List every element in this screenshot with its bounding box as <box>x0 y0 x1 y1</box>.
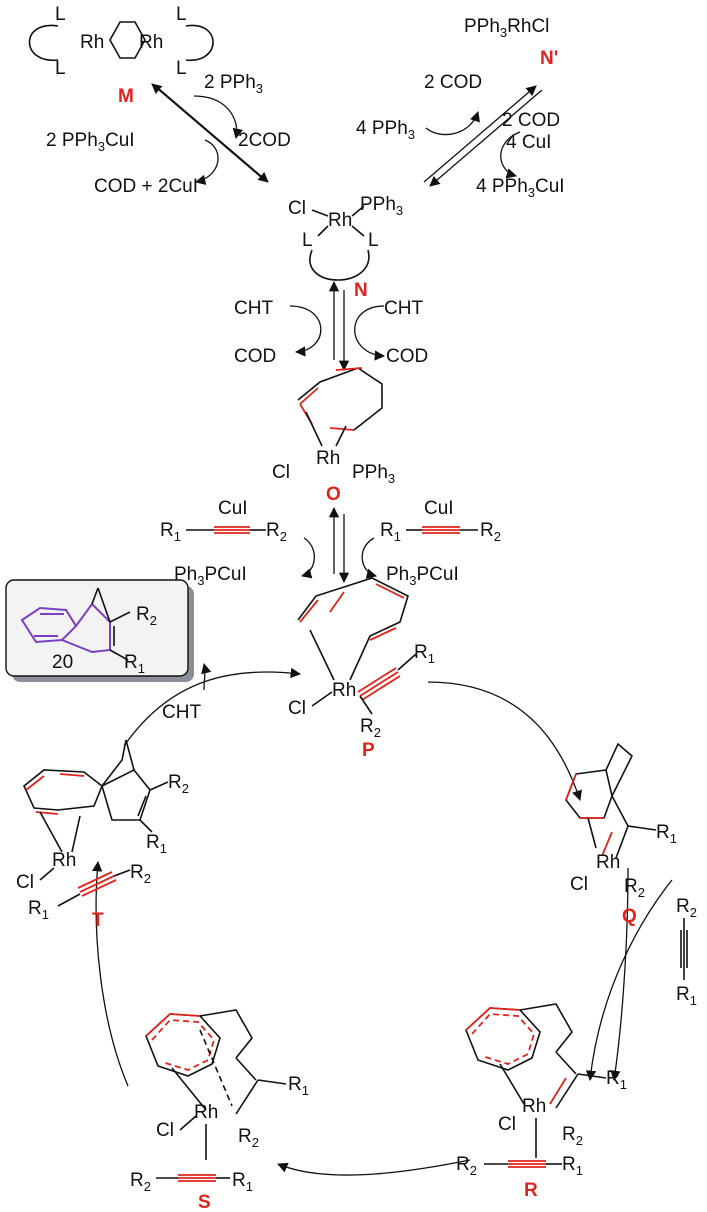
rh-atom: Rh <box>194 1102 218 1123</box>
cl-atom: Cl <box>570 874 588 895</box>
ligand-L: L <box>55 58 66 79</box>
cl-atom: Cl <box>288 198 306 219</box>
cl-atom: Cl <box>498 1114 516 1135</box>
rh-atom: Rh <box>316 448 340 469</box>
pph3-ligand: PPh3 <box>360 194 403 218</box>
reagent-2cod: 2COD <box>238 130 291 151</box>
cl-atom: Cl <box>272 462 290 483</box>
substituent-r2: R2 <box>456 1154 477 1178</box>
reagent-4-cui: 4 CuI <box>506 132 551 153</box>
label-M: M <box>118 86 134 107</box>
substituent-r1: R1 <box>232 1170 253 1194</box>
reagent-cod: COD <box>386 346 428 367</box>
substituent-r2: R2 <box>136 604 157 628</box>
label-N: N <box>354 280 368 301</box>
substituent-r2: R2 <box>238 1126 259 1150</box>
complex-M: L L Rh Rh L L M <box>28 4 214 107</box>
substituent-r2: R2 <box>676 896 697 920</box>
ligand-L: L <box>176 58 187 79</box>
complex-Q: Rh Cl R1 R2 Q <box>565 742 677 927</box>
rh-atom: Rh <box>596 852 620 873</box>
reagent-cod: COD <box>234 346 276 367</box>
substituent-r2: R2 <box>562 1124 583 1148</box>
ligand-L: L <box>55 4 66 25</box>
substituent-r1: R1 <box>656 822 677 846</box>
cui-label: CuI <box>424 498 454 519</box>
label-N-prime: N' <box>540 48 558 69</box>
rh-atom: Rh <box>139 32 163 53</box>
ph3pcui-label: Ph3PCuI <box>386 564 459 588</box>
reagent-4-pph3: 4 PPh3 <box>356 118 415 142</box>
complex-R: Rh Cl R1 R2 R2 R1 R <box>456 1003 627 1201</box>
substituent-r1: R1 <box>414 642 435 666</box>
complex-P: Rh Cl R1 R2 P <box>288 577 435 761</box>
cl-atom: Cl <box>156 1120 174 1141</box>
equilibrium-N-O: CHT COD CHT COD <box>234 280 428 372</box>
incoming-alkyne: R2 R1 <box>676 896 697 1008</box>
ligand-L: L <box>368 230 379 251</box>
reagent-cht: CHT <box>162 702 201 723</box>
complex-T: R2 R1 Rh Cl R2 R1 T <box>16 739 189 931</box>
alkyne-r2: R2 <box>480 520 501 544</box>
rh-atom: Rh <box>52 850 76 871</box>
cl-atom: Cl <box>288 698 306 719</box>
rh-atom: Rh <box>522 1096 546 1117</box>
ligand-L: L <box>176 4 187 25</box>
ligand-L: L <box>302 230 313 251</box>
reagent-cht: CHT <box>384 298 423 319</box>
equilibrium-N-Nprime: 2 COD 4 PPh3 2 COD 4 CuI 4 PPh3CuI <box>356 72 565 200</box>
label-S: S <box>198 1192 211 1212</box>
reagent-2-cod-b: 2 COD <box>502 110 560 131</box>
alkyne-r2: R2 <box>266 520 287 544</box>
complex-S: Rh Cl R1 R2 R2 R1 S <box>130 1009 309 1212</box>
substituent-r1: R1 <box>562 1154 583 1178</box>
reagent-cod-2cui: COD + 2CuI <box>94 176 198 197</box>
cui-label: CuI <box>218 498 248 519</box>
reagent-2-pph3cui: 2 PPh3CuI <box>46 130 135 154</box>
product-box-20: R2 R1 20 <box>5 579 194 682</box>
substituent-r2: R2 <box>130 1170 151 1194</box>
product-number: 20 <box>52 652 73 673</box>
substituent-r2: R2 <box>624 876 645 900</box>
pph3rhcl-text: PPh3RhCl <box>464 16 549 40</box>
substituent-r1: R1 <box>676 984 697 1008</box>
label-T: T <box>92 910 104 931</box>
label-Q: Q <box>622 906 637 927</box>
reagent-2-cod: 2 COD <box>424 72 482 93</box>
substituent-r1: R1 <box>124 652 145 676</box>
substituent-r2: R2 <box>168 772 189 796</box>
reagent-4-pph3cui: 4 PPh3CuI <box>476 176 565 200</box>
reagent-2-pph3: 2 PPh3 <box>204 72 263 96</box>
equilibrium-M-N: 2 PPh3 2COD 2 PPh3CuI COD + 2CuI <box>46 72 291 197</box>
rh-atom: Rh <box>328 210 352 231</box>
reagent-cht: CHT <box>234 298 273 319</box>
substituent-r2: R2 <box>360 716 381 740</box>
label-R: R <box>524 1180 538 1201</box>
cl-atom: Cl <box>16 872 34 893</box>
substituent-r1: R1 <box>28 898 49 922</box>
label-P: P <box>362 740 375 761</box>
complex-N-prime: PPh3RhCl N' <box>464 16 558 69</box>
complex-O: Rh Cl PPh3 O <box>272 367 395 505</box>
alkyne-r1: R1 <box>380 520 401 544</box>
pph3-ligand: PPh3 <box>352 462 395 486</box>
alkyne-r1: R1 <box>160 520 181 544</box>
complex-N: Cl Rh PPh3 L L N <box>288 194 403 301</box>
substituent-r1: R1 <box>146 832 167 856</box>
equilibrium-O-P: R1 R2 CuI Ph3PCuI R1 R2 CuI Ph3PCuI <box>160 498 501 588</box>
rh-atom: Rh <box>332 680 356 701</box>
substituent-r1: R1 <box>288 1074 309 1098</box>
catalytic-cycle-arrows: CHT <box>91 662 673 1176</box>
rh-atom: Rh <box>80 32 104 53</box>
substituent-r2: R2 <box>130 862 151 886</box>
label-O: O <box>326 484 341 505</box>
substituent-r1: R1 <box>606 1068 627 1092</box>
